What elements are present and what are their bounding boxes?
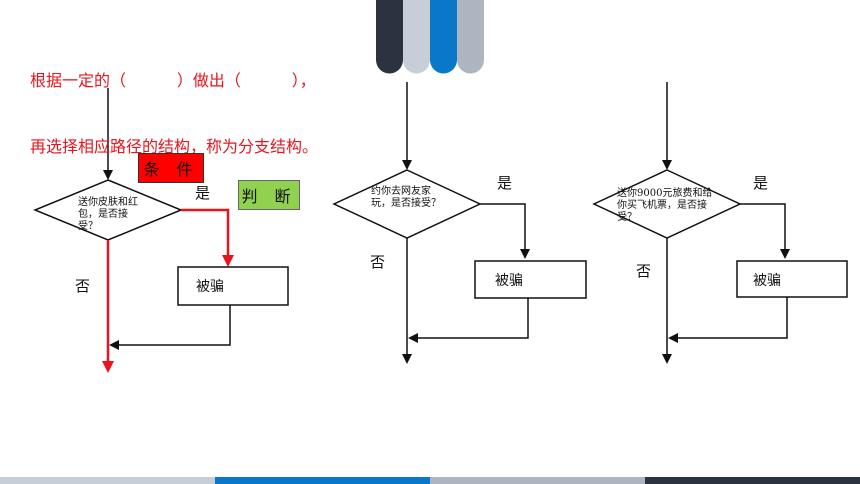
flow1-result-label: 被骗	[196, 279, 224, 295]
flow2-merge-arrow	[408, 298, 529, 343]
flow1-yes-label: 是	[195, 184, 211, 202]
bottom-stripe	[0, 477, 860, 484]
flow1-yes-arrow	[181, 208, 234, 267]
flow3-result-label: 被骗	[753, 273, 781, 289]
judgment-tag: 判 断	[238, 180, 300, 210]
flow2-question: 约你去网友家玩，是否接受？	[371, 186, 441, 209]
flow1-no-label: 否	[75, 277, 91, 295]
heading: 根据一定的（ ）做出（ ）， 再选择相应路径的结构，称为分支结构。	[30, 26, 318, 180]
flowchart-2	[332, 82, 587, 364]
heading-line-1: 根据一定的（ ）做出（ ），	[30, 71, 316, 90]
condition-tag: 条 件	[138, 153, 204, 183]
deco-tab-light	[403, 0, 430, 74]
flow3-no-label: 否	[636, 262, 652, 280]
flow2-yes-label: 是	[497, 174, 513, 192]
flow2-no-label: 否	[370, 253, 386, 271]
flow3-question: 送你9000元旅费和给你买飞机票，是否接受？	[617, 188, 713, 223]
decorative-tabs	[376, 0, 484, 74]
flowchart-3	[592, 82, 848, 364]
flow3-merge-arrow	[668, 297, 788, 343]
flow1-merge-arrow	[109, 305, 231, 350]
flow1-question: 送你皮肤和红包，是否接受？	[78, 197, 138, 232]
flow2-result-label: 被骗	[495, 273, 523, 289]
heading-line-2: 再选择相应路径的结构，称为分支结构。	[30, 137, 319, 156]
flow2-yes-arrow	[480, 203, 530, 259]
flowchart-1	[33, 88, 289, 373]
deco-tab-dark	[376, 0, 403, 74]
deco-tab-gray	[457, 0, 484, 74]
flow2-result-box	[474, 260, 587, 299]
deco-tab-blue	[430, 0, 457, 74]
flow3-yes-label: 是	[753, 174, 769, 192]
flow1-result-box	[177, 266, 289, 306]
flow3-yes-arrow	[740, 203, 790, 259]
flow3-result-box	[736, 260, 848, 298]
